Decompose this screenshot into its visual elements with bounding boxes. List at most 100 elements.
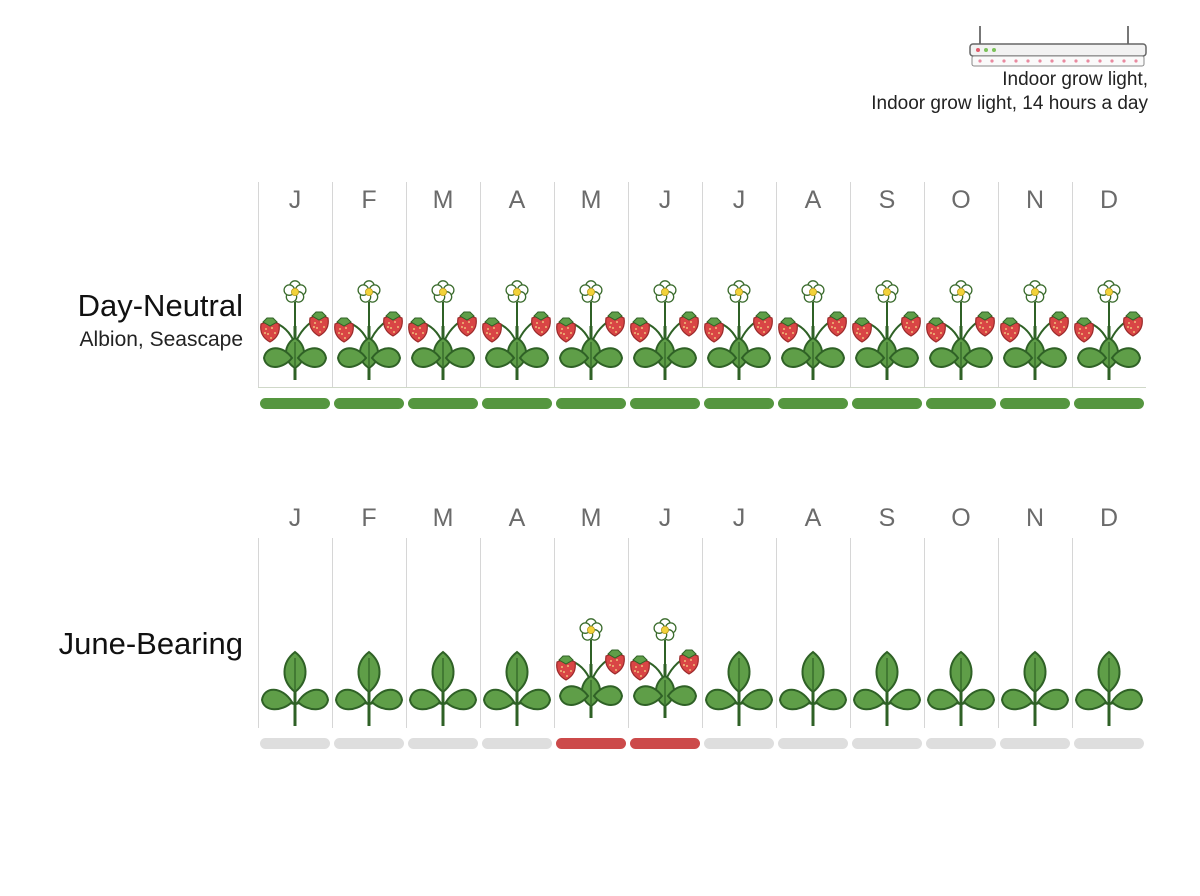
month-status-bar-inactive [1074,738,1144,749]
month-column [850,538,924,728]
month-label: J [732,504,746,532]
month-column [850,182,924,388]
month-status-bar-inactive [260,738,330,749]
leafy-strawberry-plant-icon [926,650,996,726]
month-status-bar-inactive [704,738,774,749]
month-status-bar-inactive [778,738,848,749]
month-column [554,182,628,388]
variety-name-day-neutral: Day-Neutral [77,288,243,323]
grow-light-icon [969,26,1147,67]
month-label: F [361,504,377,532]
day-neutral-label: Day-Neutral Albion, Seascape [0,288,243,354]
month-status-bar-active [482,398,552,409]
month-status-bar-harvest [630,738,700,749]
month-column [554,538,628,728]
month-status-bar-active [704,398,774,409]
month-column [1072,538,1146,728]
fruiting-strawberry-plant-icon [334,280,403,380]
month-label: F [361,186,377,214]
month-label: O [951,186,971,214]
leafy-strawberry-plant-icon [482,650,552,726]
variety-subtitle-day-neutral: Albion, Seascape [79,328,243,351]
month-status-bar-inactive [408,738,478,749]
month-column [998,182,1072,388]
month-status-bar-active [1074,398,1144,409]
leafy-strawberry-plant-icon [778,650,848,726]
month-status-bar-harvest [556,738,626,749]
fruiting-strawberry-plant-icon [630,618,699,718]
month-status-bar-active [1000,398,1070,409]
month-status-bar-active [408,398,478,409]
month-column [332,538,406,728]
month-label: M [580,186,602,214]
month-label: D [1099,186,1119,214]
month-status-bar-active [630,398,700,409]
month-column [776,182,850,388]
month-status-bar-inactive [334,738,404,749]
month-label: J [732,186,746,214]
month-column [702,538,776,728]
grow-light-legend: Indoor grow light, Indoor grow light, 14… [871,24,1148,116]
month-label: N [1025,186,1045,214]
month-status-bar-active [260,398,330,409]
fruiting-strawberry-plant-icon [926,280,995,380]
fruiting-strawberry-plant-icon [778,280,847,380]
fruiting-strawberry-plant-icon [1000,280,1069,380]
month-label: N [1025,504,1045,532]
month-status-bar-active [926,398,996,409]
month-label: A [508,186,526,214]
fruiting-strawberry-plant-icon [852,280,921,380]
soil-baseline [258,387,1146,388]
fruiting-strawberry-plant-icon [556,280,625,380]
month-status-bar-active [556,398,626,409]
variety-name-june-bearing: June-Bearing [58,626,243,661]
month-column [258,538,332,728]
month-label: J [658,186,672,214]
month-label: S [878,186,896,214]
month-label: J [288,186,302,214]
month-column [628,538,702,728]
month-column [702,182,776,388]
month-label: A [804,504,822,532]
fruiting-strawberry-plant-icon [260,280,329,380]
month-column [1072,182,1146,388]
fruiting-strawberry-plant-icon [704,280,773,380]
month-status-bar-inactive [926,738,996,749]
month-column [406,538,480,728]
leafy-strawberry-plant-icon [852,650,922,726]
fruiting-strawberry-plant-icon [408,280,477,380]
month-label: J [288,504,302,532]
leafy-strawberry-plant-icon [1074,650,1144,726]
month-status-bar-active [334,398,404,409]
month-column [480,182,554,388]
month-status-bar-inactive [852,738,922,749]
month-label: S [878,504,896,532]
month-status-bar-active [778,398,848,409]
month-label: A [508,504,526,532]
leafy-strawberry-plant-icon [408,650,478,726]
leafy-strawberry-plant-icon [704,650,774,726]
fruiting-strawberry-plant-icon [556,618,625,718]
month-label: M [432,504,454,532]
leafy-strawberry-plant-icon [334,650,404,726]
month-label: M [580,504,602,532]
fruiting-strawberry-plant-icon [630,280,699,380]
month-label: M [432,186,454,214]
month-label: A [804,186,822,214]
month-column [998,538,1072,728]
month-label: O [951,504,971,532]
month-column [776,538,850,728]
month-column [628,182,702,388]
leafy-strawberry-plant-icon [1000,650,1070,726]
month-column [924,182,998,388]
month-label: D [1099,504,1119,532]
fruiting-strawberry-plant-icon [482,280,551,380]
leafy-strawberry-plant-icon [260,650,330,726]
month-status-bar-inactive [1000,738,1070,749]
fruiting-strawberry-plant-icon [1074,280,1143,380]
legend-line-2: Indoor grow light, 14 hours a day [871,93,1148,114]
month-column [406,182,480,388]
june-bearing-label: June-Bearing [0,626,243,662]
